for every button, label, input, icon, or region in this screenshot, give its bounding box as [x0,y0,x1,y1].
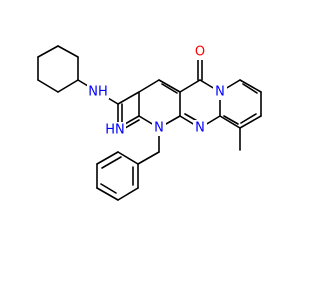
bond [96,151,119,165]
bond [96,187,119,201]
bond [158,79,181,93]
ring-oxygen-label: O [195,45,205,60]
structure-diagram: NH O O N N N HN [37,44,262,201]
bond [37,45,59,58]
bond [100,183,117,194]
n1-label: N [154,121,164,136]
bond [219,115,241,129]
label-mask [193,44,207,60]
bond [239,115,262,129]
amide-nh-label: NH [88,85,108,100]
ring-n-bottom-label: N [195,121,205,136]
bond [161,83,178,94]
label-mask [152,120,166,136]
label-mask [193,120,207,136]
bond [242,83,258,94]
bond [240,113,257,124]
label-mask [104,122,126,138]
bond [239,79,262,93]
atom-labels: NH O O N N N HN [87,44,227,138]
ring-n-bridge-label: N [215,85,225,100]
bond [138,79,160,93]
label-mask [87,83,109,99]
bond [117,187,139,201]
bond [57,79,79,93]
bond [137,151,160,165]
bond [117,91,140,105]
label-mask [213,84,227,100]
bond [179,79,201,93]
imine-nh-label: HN [105,123,125,138]
bond [101,156,122,169]
bond [37,79,59,93]
bond [117,151,139,165]
bond-lines [37,45,262,201]
bond [223,115,239,125]
bond [57,45,79,58]
